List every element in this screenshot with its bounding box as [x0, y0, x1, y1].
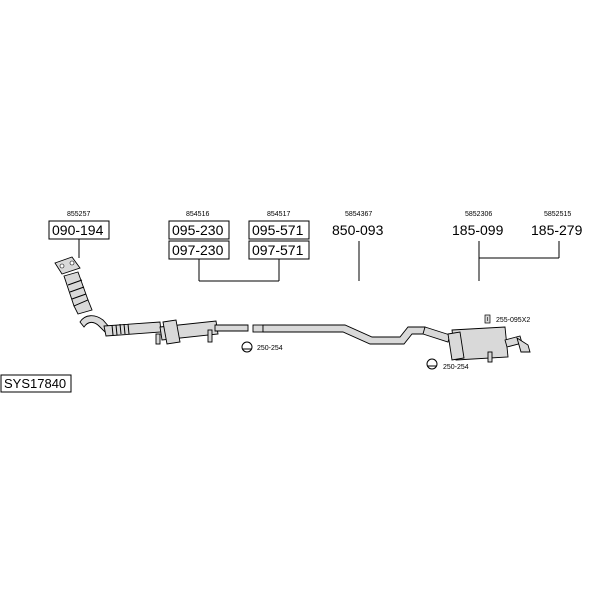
- oem-number-855257: 855257: [67, 211, 90, 218]
- system-label: SYS17840: [4, 376, 66, 391]
- part-code-095-571: 095-571: [252, 222, 304, 238]
- oem-number-5852306: 5852306: [465, 211, 492, 218]
- clamp-front-icon[interactable]: [241, 341, 253, 353]
- part-code-185-099[interactable]: 185-099: [452, 222, 504, 238]
- part-code-185-279[interactable]: 185-279: [531, 222, 583, 238]
- oem-number-5852515: 5852515: [544, 211, 571, 218]
- front-pipe[interactable]: [79, 315, 162, 337]
- bolt-kit-label: 255-095X2: [496, 317, 530, 324]
- oem-number-854517: 854517: [267, 211, 290, 218]
- part-code-097-571: 097-571: [252, 242, 304, 258]
- clamp-rear-icon[interactable]: [426, 358, 438, 370]
- code-box-095-571[interactable]: [248, 220, 310, 240]
- catalytic-converter[interactable]: [54, 256, 93, 315]
- part-code-090-194: 090-194: [52, 222, 104, 238]
- clamp-front-label: 250-254: [257, 345, 283, 352]
- part-code-095-230: 095-230: [172, 222, 224, 238]
- rear-silencer[interactable]: [422, 326, 531, 363]
- oem-number-854516: 854516: [186, 211, 209, 218]
- code-box-095-230[interactable]: [168, 220, 230, 240]
- oem-number-5854367: 5854367: [345, 211, 372, 218]
- part-code-097-230: 097-230: [172, 242, 224, 258]
- system-label-box: [0, 374, 72, 393]
- centre-pipe[interactable]: [252, 324, 426, 345]
- clamp-rear-label: 250-254: [443, 364, 469, 371]
- part-code-850-093[interactable]: 850-093: [332, 222, 384, 238]
- bolt-kit-icon[interactable]: [484, 314, 491, 324]
- middle-silencer[interactable]: [155, 319, 249, 345]
